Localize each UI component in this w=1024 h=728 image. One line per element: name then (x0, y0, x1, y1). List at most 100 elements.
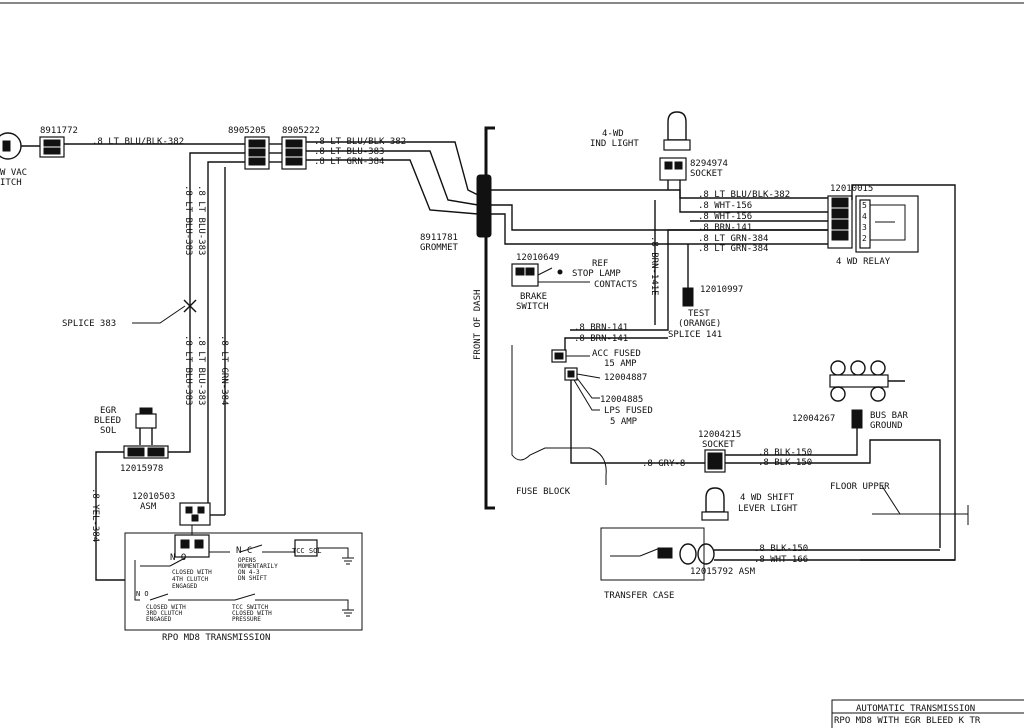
pin (127, 447, 145, 457)
wire-label: .8 BLK-150 (758, 448, 812, 458)
brake-switch-blade (537, 267, 553, 276)
grommet-label: GROMMET (420, 243, 459, 253)
splice-383-mark (183, 299, 197, 313)
wire-label: .8 LT BLU-383 (314, 147, 384, 157)
floor-upper-label: FLOOR UPPER (830, 482, 890, 492)
fuse-block-label: FUSE BLOCK (516, 487, 571, 497)
closed-4th-label-2: 4TH CLUTCH (172, 576, 209, 583)
grommet-number: 8911781 (420, 233, 458, 243)
pin (664, 161, 673, 170)
pin (515, 267, 525, 276)
wire-label: .8 WHT-156 (698, 212, 752, 222)
wire-label: .8 BRN-141 (574, 334, 628, 344)
wire-384-relay-b (491, 213, 828, 245)
leader (573, 379, 600, 411)
splice-383-leader (132, 305, 186, 324)
front-of-dash-label: FRONT OF DASH (473, 290, 483, 360)
switch-no-label: N O (170, 553, 186, 563)
opens-label-2: MOMENTARILY (238, 563, 278, 570)
tcc-switch-label-2: CLOSED WITH (232, 610, 272, 617)
wire-yel-384 (95, 451, 125, 581)
test-label-2: (ORANGE) (678, 319, 721, 329)
wire-label: .8 BRN-141 (698, 223, 752, 233)
tcc-switch-label-1: TCC SWITCH (232, 604, 269, 611)
wire-wht-156 (679, 180, 828, 213)
wire (168, 425, 191, 453)
switch-blade (169, 557, 186, 567)
wire-blk-150 (725, 445, 858, 456)
connector-8905222-label: 8905222 (282, 126, 320, 136)
wire-384-relay-a (491, 204, 828, 231)
wire-brn-141e (570, 229, 828, 331)
wire-label: .8 LT BLU-383 (183, 335, 193, 405)
wire-label: .8 BRN-141E (649, 236, 659, 296)
transfer-case-label: TRANSFER CASE (604, 591, 674, 601)
wire (564, 337, 668, 352)
wire-label: .8 LT BLU-383 (183, 185, 193, 255)
wire-label: .8 BRN-141 (574, 323, 628, 333)
busbar-terminal (850, 360, 866, 376)
pin (525, 267, 535, 276)
indicator-lamp-base (663, 139, 691, 151)
brake-label-2: SWITCH (516, 302, 549, 312)
contact-dot (557, 269, 563, 275)
pin (285, 139, 303, 148)
pin (285, 148, 303, 157)
vac-switch-core (2, 140, 11, 152)
egr-label-3: SOL (100, 426, 116, 436)
wire-gry-8 (570, 380, 705, 464)
ground-wire (255, 599, 349, 610)
indicator-label-1: 4-WD (602, 129, 624, 139)
closed-4th-label-3: ENGAGED (172, 583, 198, 590)
splice-383-label: SPLICE 383 (62, 319, 116, 329)
test-number: 12010997 (700, 285, 743, 295)
switch-no-label-2: N O (136, 590, 149, 598)
fuse-12004887-label: 12004887 (604, 373, 647, 383)
floor-upper-leader (881, 485, 901, 515)
splice-141-label: SPLICE 141 (668, 330, 722, 340)
egr-label-2: BLEED (94, 416, 121, 426)
opens-label-3: ON 4-3 (238, 569, 260, 576)
relay-pin-2: 2 (862, 234, 867, 243)
pin (248, 139, 266, 148)
leader (576, 377, 600, 399)
egr-label-1: EGR (100, 406, 117, 416)
wire-label: .8 LT BLU-383 (196, 185, 206, 255)
wire-label: .8 GRY-8 (642, 459, 685, 469)
wire-label: .8 LT BLU/BLK-382 (92, 137, 184, 147)
asm-12010503-label-1: 12010503 (132, 492, 175, 502)
shift-lever-lamp-base (701, 511, 729, 521)
pin (147, 447, 165, 457)
egr-solenoid-symbol (135, 413, 157, 429)
relay-coil (870, 204, 906, 241)
pin (248, 157, 266, 166)
closed-4th-label-1: CLOSED WITH (172, 569, 212, 576)
test-connector (682, 287, 694, 307)
title-block (831, 699, 1024, 728)
leader (576, 373, 601, 379)
pin (831, 197, 849, 208)
wire-384-to-grommet (306, 159, 479, 215)
transfer-case-box (600, 527, 705, 581)
wire-382-to-grommet (306, 141, 479, 196)
vac-switch-label-1: W VAC (0, 168, 27, 178)
pin (185, 506, 193, 514)
tcc-switch-label-3: PRESSURE (232, 616, 261, 623)
asm-12010503-label-2: ASM (140, 502, 157, 512)
connector-8905205-label: 8905205 (228, 126, 266, 136)
brake-number: 12010649 (516, 253, 559, 263)
lps-label-2: 5 AMP (610, 417, 638, 427)
pin (197, 506, 205, 514)
wire-label: .8 LT GRN-384 (219, 335, 229, 405)
pin (43, 147, 61, 155)
switch-blade (234, 593, 256, 601)
busbar-number: 12004267 (792, 414, 835, 424)
socket-8294974-label: 8294974 (690, 159, 728, 169)
title-line-2: RPO MD8 WITH EGR BLEED K TR (834, 716, 981, 726)
shift-label-1: 4 WD SHIFT (740, 493, 795, 503)
socket-label-2: SOCKET (702, 440, 735, 450)
lps-label-1: LPS FUSED (604, 406, 653, 416)
tcc-sol-label: TCC SOL (292, 547, 322, 555)
wire-383-vertical-b (207, 161, 245, 425)
